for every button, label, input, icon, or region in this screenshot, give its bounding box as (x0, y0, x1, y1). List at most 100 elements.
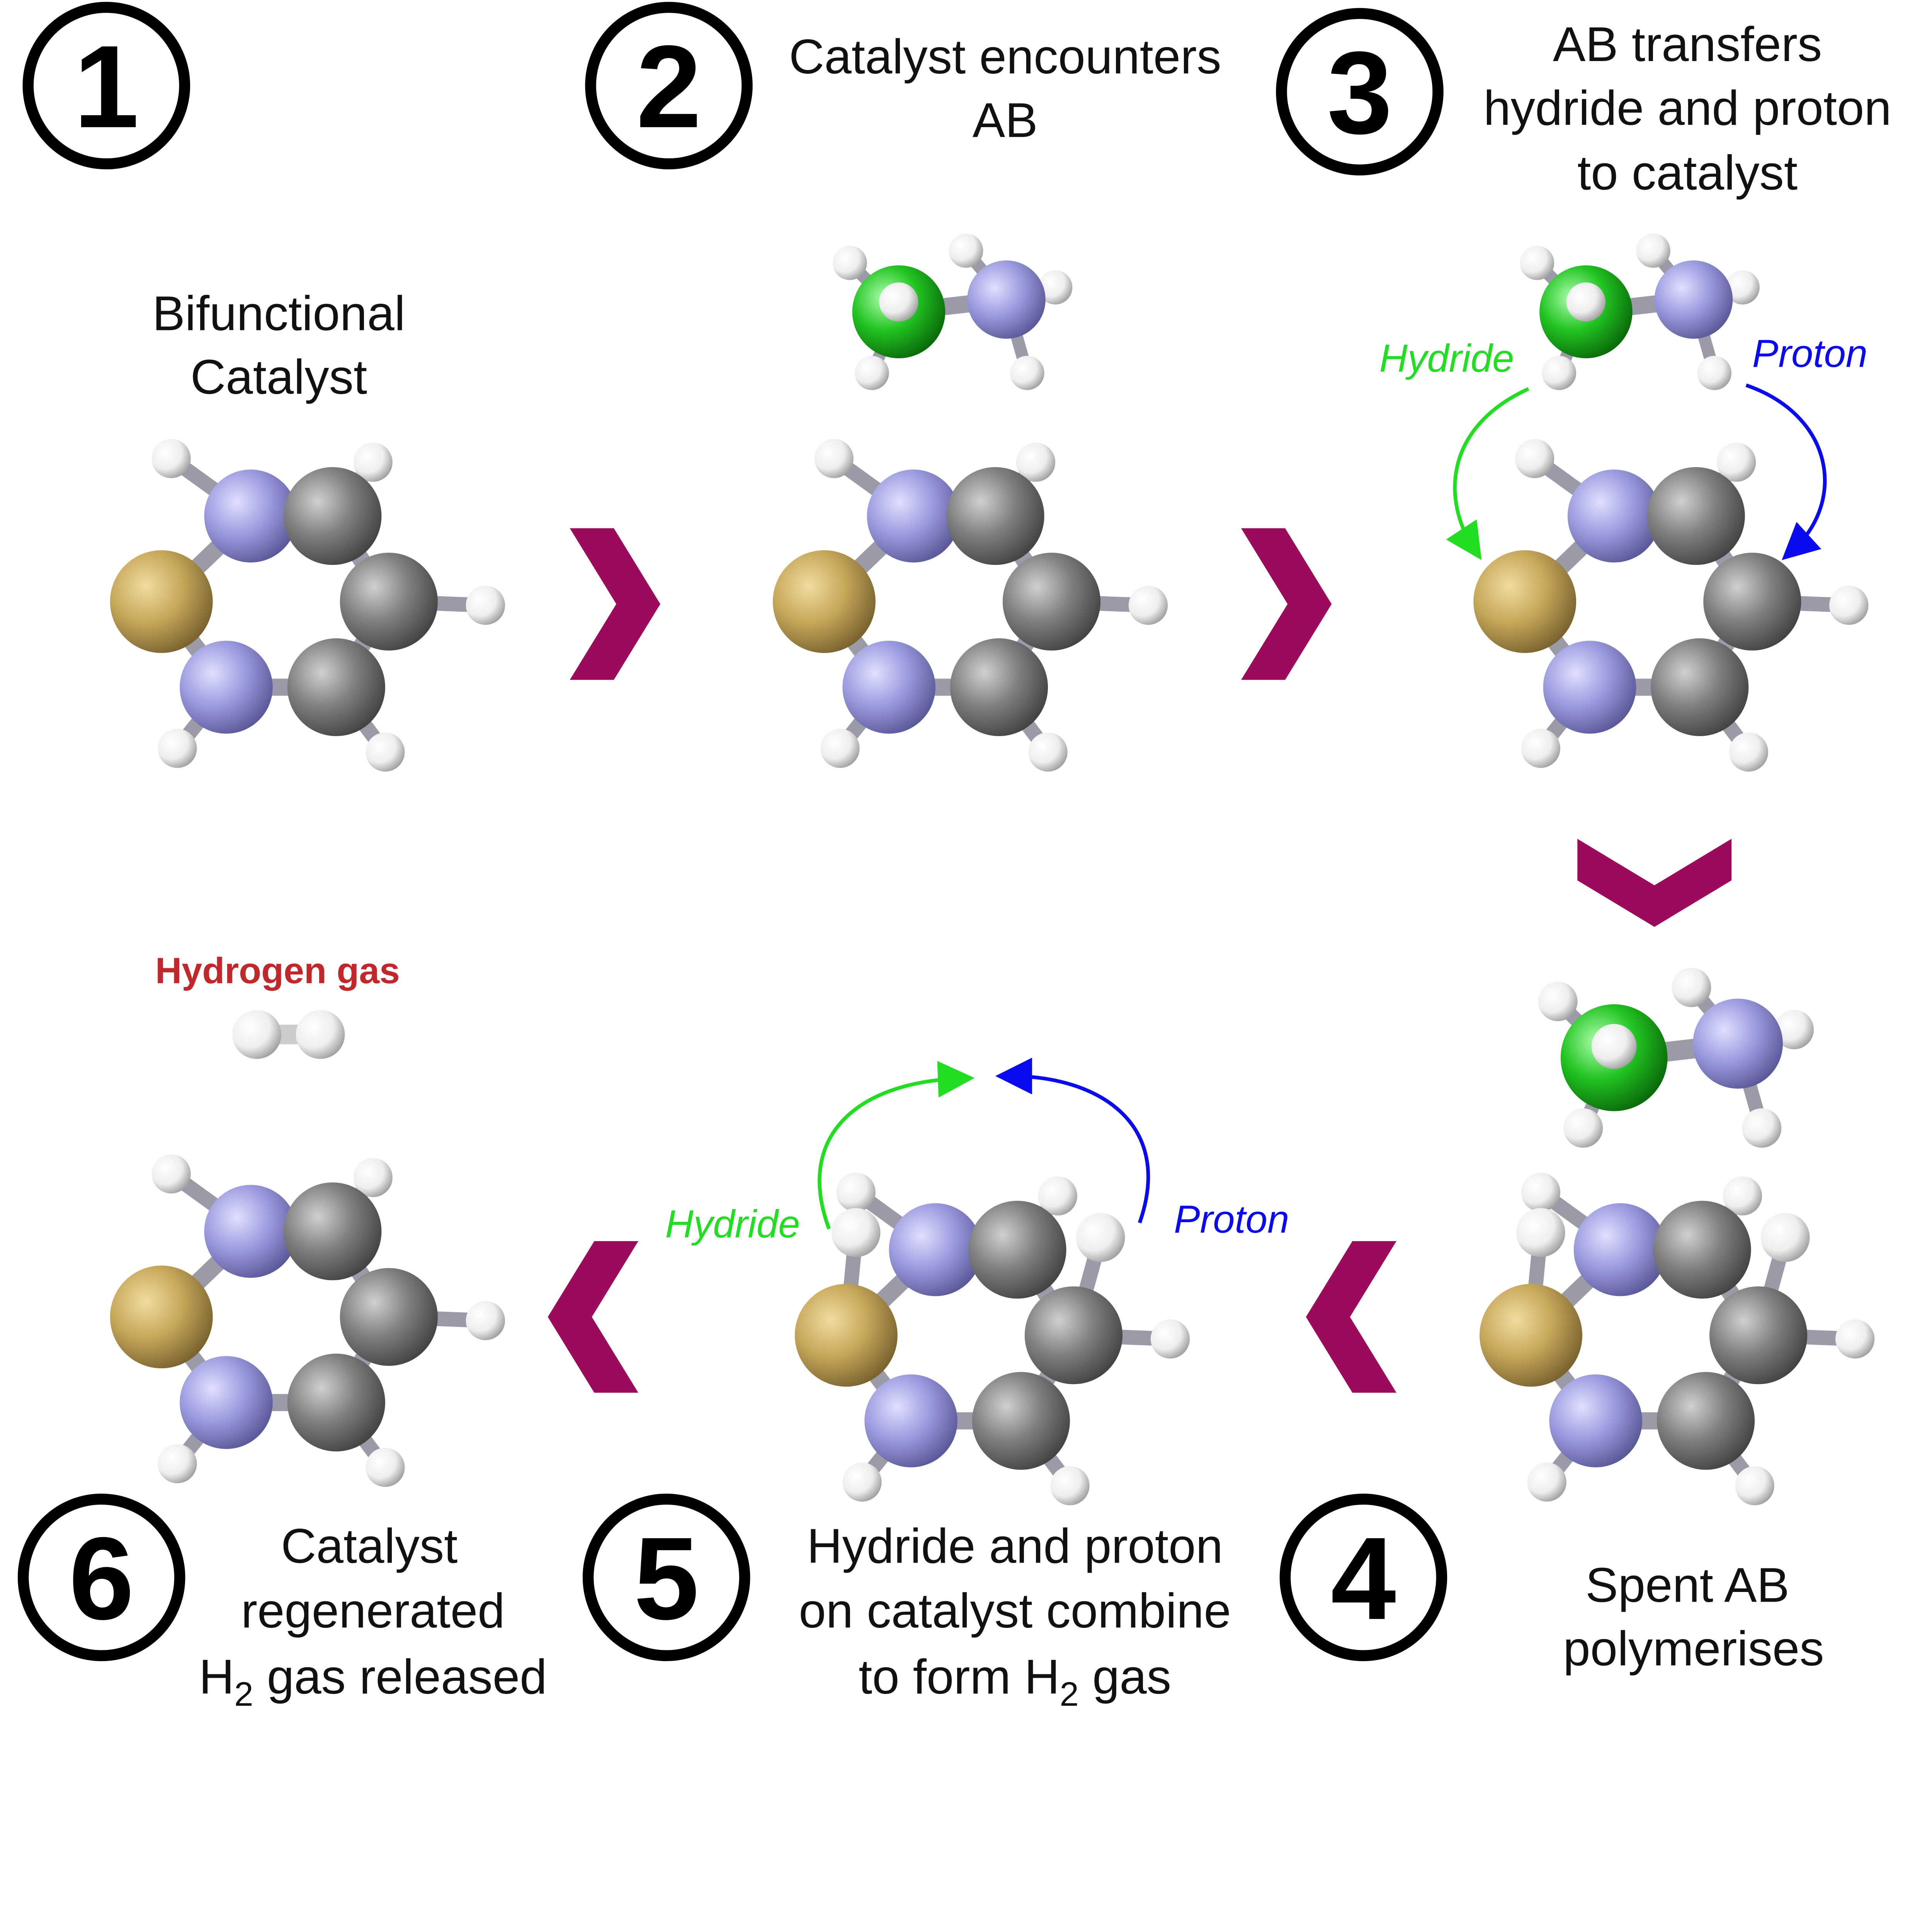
carbon-atom (1002, 553, 1101, 651)
boron-atom (110, 1265, 213, 1369)
hydrogen-atom (366, 732, 405, 772)
step5-caption-line3: to form H2 gas (859, 1649, 1171, 1713)
nitrogen-atom (1549, 1374, 1642, 1468)
catalyst-molecule (1473, 439, 1869, 772)
ammonia-borane-molecule (833, 233, 1073, 390)
chevron-left-icon (548, 1241, 638, 1393)
step2-caption-line2: AB (973, 92, 1038, 147)
hydride-label: Hydride (665, 1202, 800, 1246)
hydrogen-atom (1016, 442, 1056, 482)
ammonia-borane-molecule (1538, 968, 1814, 1148)
hydrogen-atom (1150, 1319, 1190, 1359)
carbon-atom (287, 638, 385, 736)
hydrogen-atom (1742, 1108, 1782, 1148)
carbon-atom (1647, 467, 1745, 565)
hydrogen-atom (855, 355, 889, 390)
step-circle (1276, 8, 1444, 176)
step-2-badge: 2 (585, 2, 753, 170)
nitrogen-atom (842, 641, 935, 734)
step3-caption-line3: to catalyst (1577, 145, 1798, 200)
hydrogen-atom (158, 729, 197, 768)
hydride-release-arrow (818, 1061, 975, 1230)
hydrogen-atom (158, 1444, 197, 1483)
hydrogen-atom (366, 1447, 405, 1487)
hydrogen-atom (1591, 1024, 1637, 1069)
hydrogen-atom (1566, 282, 1606, 322)
step-number: 1 (74, 21, 139, 152)
nitrogen-atom (1654, 260, 1733, 339)
hydrogen-atom (1538, 981, 1578, 1021)
catalyst-molecule (794, 1172, 1190, 1505)
hydride-label: Hydride (1379, 337, 1514, 380)
carbon-atom (287, 1354, 385, 1452)
hydrogen-atom (1516, 1208, 1565, 1257)
nitrogen-atom (1567, 469, 1661, 563)
catalyst-molecule (110, 1154, 505, 1487)
step-circle (17, 1493, 185, 1662)
step-number: 2 (636, 21, 702, 152)
carbon-atom (972, 1372, 1070, 1470)
step-3-badge: 3 (1276, 8, 1444, 176)
carbon-atom (950, 638, 1048, 736)
hydrogen-atom (1723, 1176, 1762, 1216)
carbon-atom (946, 467, 1044, 565)
nitrogen-atom (864, 1374, 957, 1468)
carbon-atom (284, 1182, 382, 1281)
hydrogen-atom (1076, 1213, 1125, 1262)
catalyst-molecule (1480, 1172, 1875, 1505)
h2-molecule (232, 1010, 345, 1059)
ammonia-borane-molecule (1520, 233, 1760, 390)
step-circle (22, 2, 190, 170)
carbon-atom (968, 1201, 1066, 1299)
hydrogen-atom (1729, 732, 1768, 772)
hydrogen-atom (466, 1301, 505, 1340)
carbon-atom (340, 1268, 438, 1366)
chevron-down-icon (1577, 838, 1731, 927)
carbon-atom (1656, 1372, 1755, 1470)
chevron-right-icon (570, 528, 660, 680)
step1-caption-line1: Bifunctional (152, 286, 405, 340)
proton-label: Proton (1752, 332, 1867, 375)
hydrogen-atom (1521, 729, 1560, 768)
chevron-left-icon (1306, 1241, 1396, 1393)
hydrogen-atom (1128, 585, 1168, 625)
hydrogen-atom (1835, 1319, 1875, 1359)
hydrogen-atom (1672, 968, 1711, 1007)
step5-caption-line1: Hydride and proton (807, 1518, 1223, 1573)
hydrogen-atom (151, 439, 191, 478)
hydrogen-atom (1028, 732, 1068, 772)
step6-caption-line1: Catalyst (281, 1518, 457, 1573)
carbon-atom (1703, 553, 1801, 651)
hydrogen-atom (814, 439, 854, 478)
step-circle (585, 2, 753, 170)
hydrogen-atom (1038, 1176, 1077, 1216)
boron-atom (772, 550, 876, 653)
step3-caption-line1: AB transfers (1553, 17, 1822, 71)
step-number: 6 (69, 1513, 134, 1644)
carbon-atom (1651, 638, 1749, 736)
nitrogen-atom (180, 641, 273, 734)
hydrogen-atom (831, 1208, 881, 1257)
carbon-atom (284, 467, 382, 565)
boron-atom (1480, 1284, 1582, 1387)
hydrogen-atom (1527, 1462, 1566, 1502)
boron-atom (1473, 550, 1577, 653)
carbon-atom (340, 553, 438, 651)
boron-atom (794, 1284, 898, 1387)
step-circle (1279, 1493, 1447, 1662)
hydrogen-atom (353, 442, 393, 482)
hydrogen-atom (353, 1158, 393, 1197)
hydrogen-atom (1697, 355, 1731, 390)
hydrogen-atom (1735, 1466, 1774, 1505)
step2-caption-line1: Catalyst encounters (789, 29, 1221, 84)
nitrogen-atom (1692, 998, 1783, 1089)
step-number: 4 (1331, 1513, 1397, 1644)
nitrogen-atom (1543, 641, 1636, 734)
hydrogen-atom (1774, 1010, 1814, 1049)
hydrogen-atom (820, 729, 860, 768)
chevron-right-icon (1241, 528, 1332, 680)
nitrogen-atom (1573, 1203, 1667, 1296)
catalyst-molecule (772, 439, 1168, 772)
hydrogen-atom (1520, 246, 1554, 280)
